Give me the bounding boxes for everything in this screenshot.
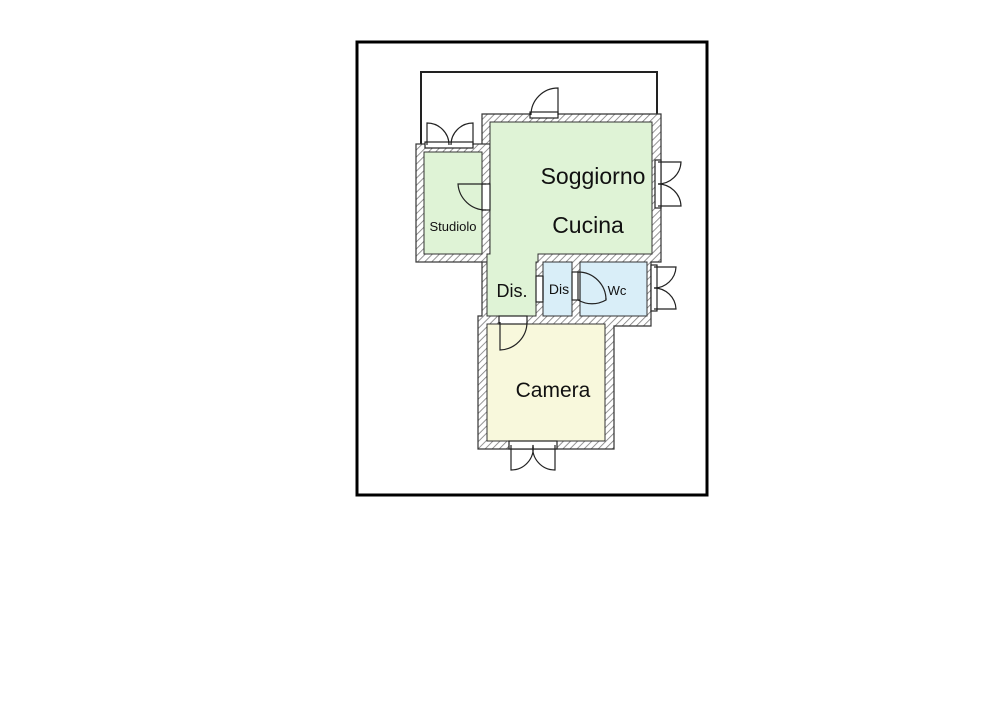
room-label-studiolo: Studiolo — [430, 219, 477, 234]
entrance-door-icon — [529, 87, 559, 119]
room-label-cucina: Cucina — [552, 212, 624, 238]
terrace-double-door-icon — [424, 122, 474, 149]
camera-window-icon — [508, 440, 558, 471]
room-label-wc: Wc — [608, 283, 627, 298]
terrace-outline — [420, 71, 658, 144]
studiolo-floor — [423, 151, 483, 255]
room-label-dis-small: Dis — [549, 281, 569, 297]
wc-door-icon — [571, 271, 607, 305]
room-label-dis-main: Dis. — [497, 281, 528, 301]
soggiorno-window-icon — [654, 159, 682, 209]
room-label-soggiorno: Soggiorno — [541, 163, 646, 189]
wc-window-icon — [650, 264, 677, 312]
room-label-camera: Camera — [516, 379, 591, 402]
room-fills — [423, 121, 653, 442]
camera-door-icon — [498, 315, 528, 351]
soggiorno-cucina-floor — [486, 121, 653, 317]
doors — [424, 87, 682, 471]
camera-floor — [486, 323, 606, 442]
studiolo-door-icon — [457, 183, 491, 211]
dis-door-icon — [535, 275, 544, 303]
